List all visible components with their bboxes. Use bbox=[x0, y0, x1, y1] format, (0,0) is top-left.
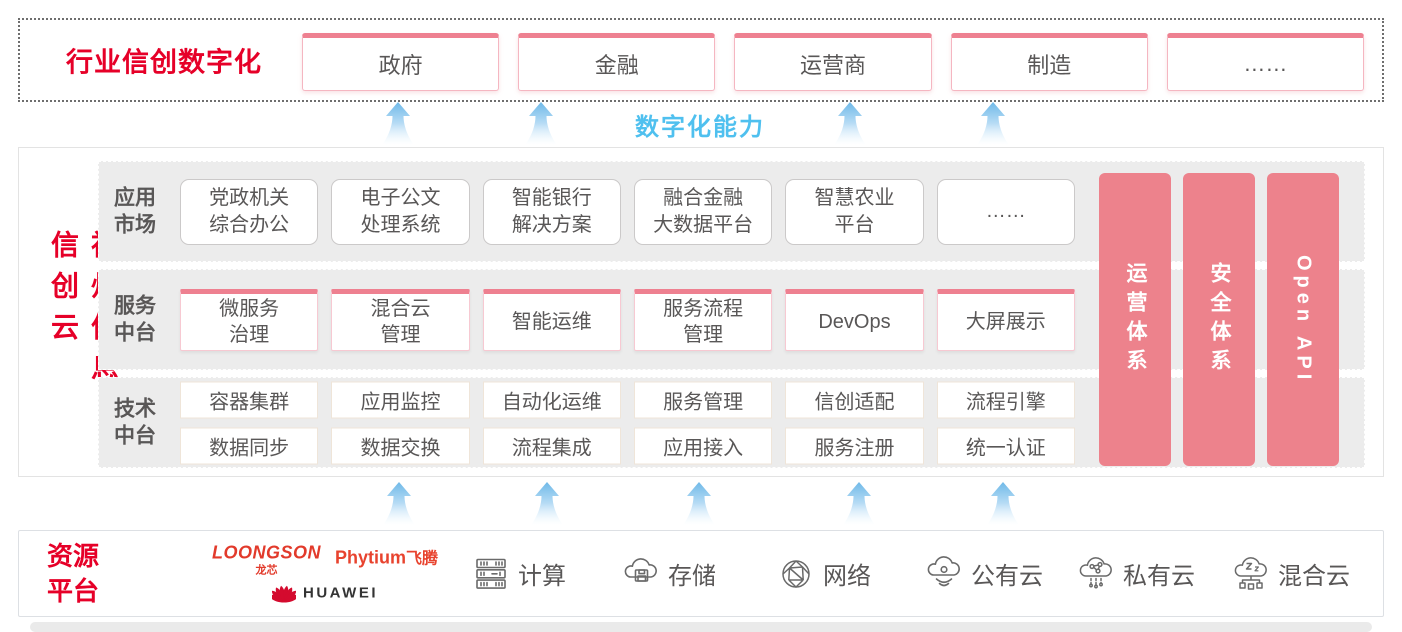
industry-box-row: 政府 金融 运营商 制造 …… bbox=[302, 33, 1365, 91]
platform-section: 神州信息信创云 应用 市场 党政机关 综合办公 电子公文 处理系统 智能银行 解… bbox=[18, 147, 1384, 477]
loongson-logo-text: LOONGSON bbox=[211, 542, 321, 562]
public-cloud-icon bbox=[927, 555, 960, 586]
row-app-market-label: 应用 市场 bbox=[114, 186, 156, 237]
industry-section-title: 行业信创数字化 bbox=[66, 47, 262, 78]
storage-icon bbox=[624, 557, 657, 582]
side-bar-security-system: 安全体系 bbox=[1183, 173, 1255, 466]
huawei-flower-icon bbox=[272, 585, 296, 603]
industry-box-finance: 金融 bbox=[518, 33, 716, 91]
up-arrow-icon bbox=[382, 102, 414, 145]
up-arrow-icon bbox=[525, 102, 557, 145]
compute-icon bbox=[476, 558, 506, 589]
huawei-logo-text: HUAWEI bbox=[303, 584, 378, 602]
row-service-label: 服务 中台 bbox=[114, 294, 156, 345]
resource-item-label: 公有云 bbox=[971, 563, 1043, 590]
row-service-items: 微服务 治理 混合云 管理 智能运维 服务流程 管理 DevOps 大屏展示 bbox=[180, 288, 1075, 351]
app-box: 智能银行 解决方案 bbox=[482, 178, 621, 245]
service-box: DevOps bbox=[785, 288, 924, 351]
row-service-platform: 服务 中台 微服务 治理 混合云 管理 智能运维 服务流程 管理 DevOps … bbox=[98, 269, 1365, 370]
row-tech-label: 技术 中台 bbox=[114, 397, 156, 448]
app-box: 融合金融 大数据平台 bbox=[633, 178, 773, 245]
tech-box: 数据交换 bbox=[331, 427, 470, 464]
side-bar-operation-system: 运营体系 bbox=[1099, 173, 1171, 466]
tech-box: 应用接入 bbox=[633, 427, 773, 464]
up-arrow-icon bbox=[977, 102, 1009, 145]
side-bar-open-api: Open API bbox=[1267, 173, 1339, 466]
resource-item-label: 计算 bbox=[518, 563, 566, 590]
resource-item-label: 存储 bbox=[668, 563, 716, 590]
tech-box: 自动化运维 bbox=[482, 381, 621, 418]
row-app-market-items: 党政机关 综合办公 电子公文 处理系统 智能银行 解决方案 融合金融 大数据平台… bbox=[180, 178, 1075, 245]
hybrid-cloud-icon bbox=[1234, 556, 1267, 590]
phytium-logo-text: Phytium bbox=[334, 547, 406, 567]
service-box: 服务流程 管理 bbox=[633, 288, 773, 351]
industry-box-manufacturing: 制造 bbox=[950, 33, 1148, 91]
resource-item-storage: 存储 bbox=[621, 554, 716, 594]
up-arrow-icon bbox=[531, 482, 563, 525]
tech-box: 服务注册 bbox=[785, 427, 924, 464]
app-box: 党政机关 综合办公 bbox=[180, 178, 319, 245]
row-tech-items: 容器集群 应用监控 自动化运维 服务管理 信创适配 流程引擎 数据同步 数据交换… bbox=[180, 381, 1075, 464]
loongson-logo-cn: 龙芯 bbox=[255, 564, 278, 576]
phytium-logo-cn: 飞腾 bbox=[406, 550, 439, 567]
tech-box: 信创适配 bbox=[785, 381, 924, 418]
up-arrow-icon bbox=[683, 482, 715, 525]
private-cloud-icon bbox=[1079, 556, 1112, 588]
network-icon bbox=[782, 559, 810, 588]
resource-item-label: 混合云 bbox=[1278, 563, 1350, 590]
resource-item-compute: 计算 bbox=[471, 554, 566, 594]
tech-box: 应用监控 bbox=[331, 381, 470, 418]
service-box: 微服务 治理 bbox=[180, 288, 319, 351]
up-arrow-icon bbox=[383, 482, 415, 525]
industry-box-government: 政府 bbox=[302, 33, 500, 91]
resource-item-label: 网络 bbox=[823, 563, 871, 590]
resource-item-public-cloud: 公有云 bbox=[924, 554, 1043, 594]
tech-box: 流程集成 bbox=[482, 427, 621, 464]
app-box-more: …… bbox=[936, 178, 1075, 245]
resource-item-hybrid-cloud: 混合云 bbox=[1231, 554, 1350, 594]
resource-item-network: 网络 bbox=[776, 554, 871, 594]
up-arrow-icon bbox=[834, 102, 866, 145]
up-arrow-icon bbox=[987, 482, 1019, 525]
tech-box: 容器集群 bbox=[180, 381, 319, 418]
service-box: 混合云 管理 bbox=[331, 288, 470, 351]
resource-item-private-cloud: 私有云 bbox=[1076, 554, 1195, 594]
row-tech-platform: 技术 中台 容器集群 应用监控 自动化运维 服务管理 信创适配 流程引擎 数据同… bbox=[98, 377, 1365, 468]
industry-section: 行业信创数字化 政府 金融 运营商 制造 …… bbox=[18, 18, 1384, 102]
tech-box: 流程引擎 bbox=[936, 381, 1075, 418]
huawei-logo: HUAWEI bbox=[211, 581, 439, 605]
phytium-logo: Phytium飞腾 bbox=[335, 544, 438, 568]
app-box: 电子公文 处理系统 bbox=[331, 178, 470, 245]
up-arrow-icon bbox=[843, 482, 875, 525]
industry-box-operator: 运营商 bbox=[734, 33, 932, 91]
resource-section: 资源 平台 LOONGSON 龙芯 Phytium飞腾 bbox=[18, 530, 1384, 617]
capability-label: 数字化能力 bbox=[635, 114, 765, 141]
service-box: 大屏展示 bbox=[936, 288, 1075, 351]
service-box: 智能运维 bbox=[482, 288, 621, 351]
tech-box: 数据同步 bbox=[180, 427, 319, 464]
bottom-pedestal-bar bbox=[30, 622, 1372, 632]
loongson-logo: LOONGSON 龙芯 bbox=[212, 542, 321, 577]
resource-section-label: 资源 平台 bbox=[47, 540, 100, 606]
resource-item-label: 私有云 bbox=[1123, 563, 1195, 590]
row-app-market: 应用 市场 党政机关 综合办公 电子公文 处理系统 智能银行 解决方案 融合金融… bbox=[98, 161, 1365, 262]
tech-box: 统一认证 bbox=[936, 427, 1075, 464]
vendor-logos: LOONGSON 龙芯 Phytium飞腾 bbox=[211, 542, 439, 605]
tech-box: 服务管理 bbox=[633, 381, 773, 418]
industry-box-more: …… bbox=[1166, 33, 1365, 91]
app-box: 智慧农业 平台 bbox=[785, 178, 924, 245]
